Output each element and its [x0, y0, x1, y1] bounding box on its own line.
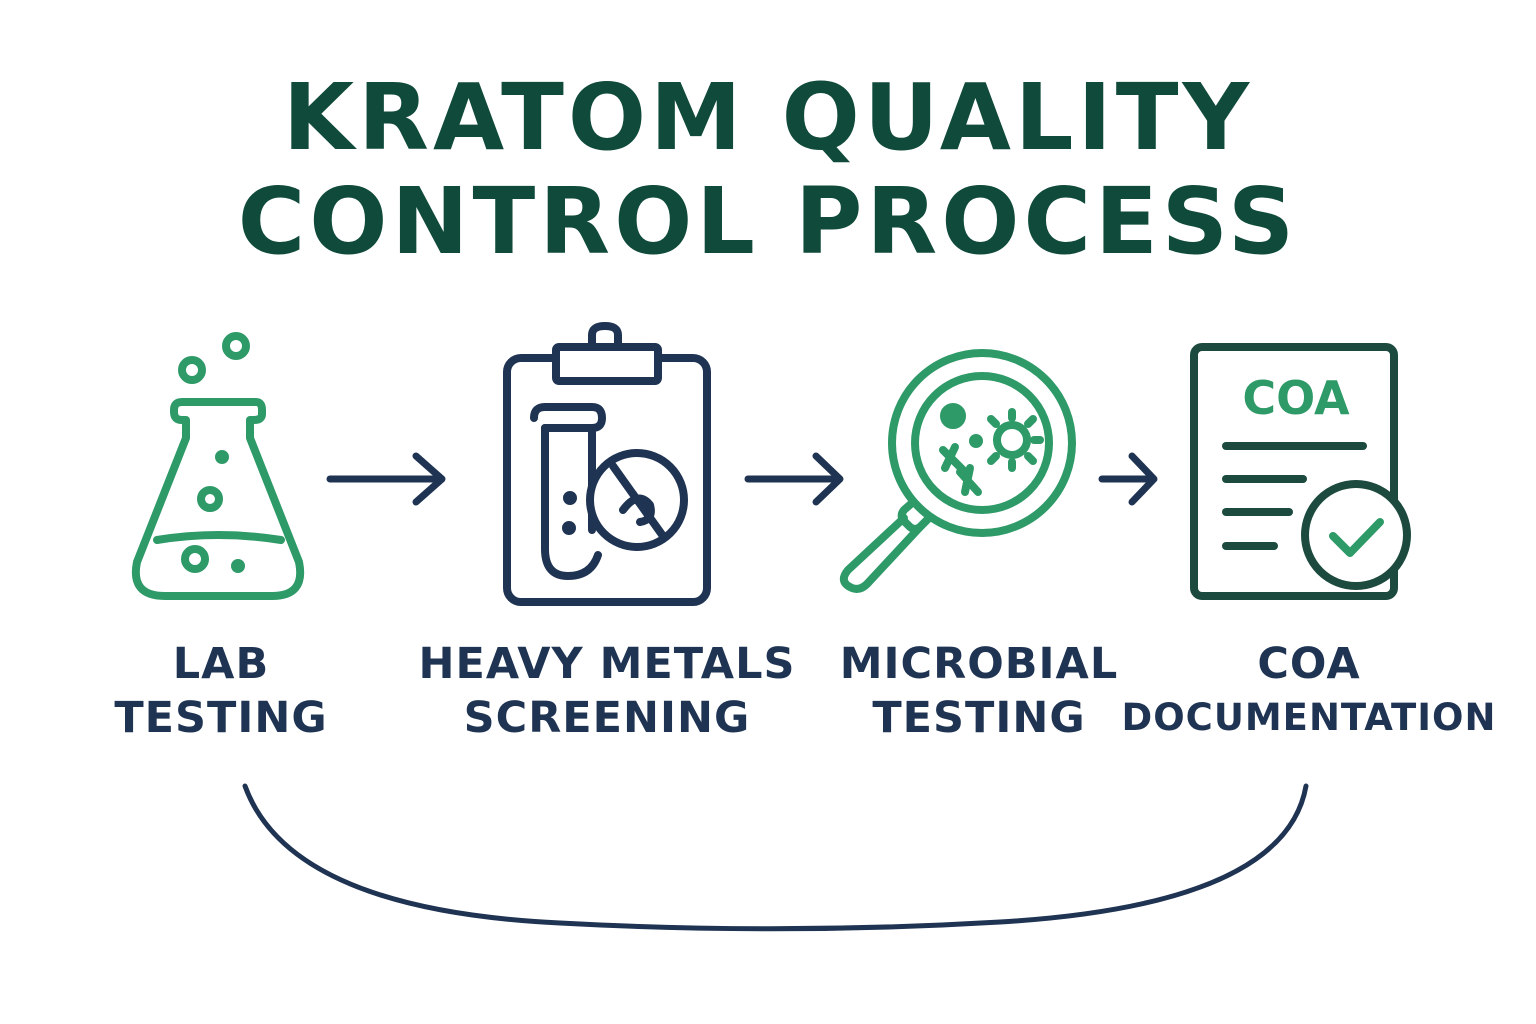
step-label-line1: MICROBIAL	[839, 639, 1119, 689]
step-label-lab-testing: LAB TESTING	[21, 637, 421, 745]
magnifier-microbe-icon	[839, 349, 1076, 593]
step-label-coa-documentation: COA DOCUMENTATION	[1109, 637, 1509, 745]
flask-icon	[131, 332, 305, 600]
coa-icon-label: COA	[1242, 371, 1350, 425]
step-label-line2: SCREENING	[463, 693, 751, 743]
step-label-line1: HEAVY METALS	[418, 639, 796, 689]
step-label-line1: COA	[1257, 639, 1361, 689]
arrow-right-icon	[326, 452, 446, 506]
arrow-right-icon	[744, 452, 844, 506]
step-label-microbial-testing: MICROBIAL TESTING	[779, 637, 1179, 745]
step-label-line2: TESTING	[114, 693, 328, 743]
arrow-right-icon	[1098, 452, 1158, 506]
step-label-heavy-metals-screening: HEAVY METALS SCREENING	[407, 637, 807, 745]
clipboard-test-tube-icon	[503, 322, 711, 606]
title-line-2: CONTROL PROCESS	[237, 168, 1299, 275]
step-label-line2: DOCUMENTATION	[1121, 696, 1497, 739]
step-label-line1: LAB	[172, 639, 270, 689]
title-line-1: KRATOM QUALITY	[282, 64, 1254, 171]
step-label-line2: TESTING	[872, 693, 1086, 743]
coa-document-icon: COA	[1190, 343, 1411, 600]
feedback-loop-curve	[242, 783, 1309, 932]
